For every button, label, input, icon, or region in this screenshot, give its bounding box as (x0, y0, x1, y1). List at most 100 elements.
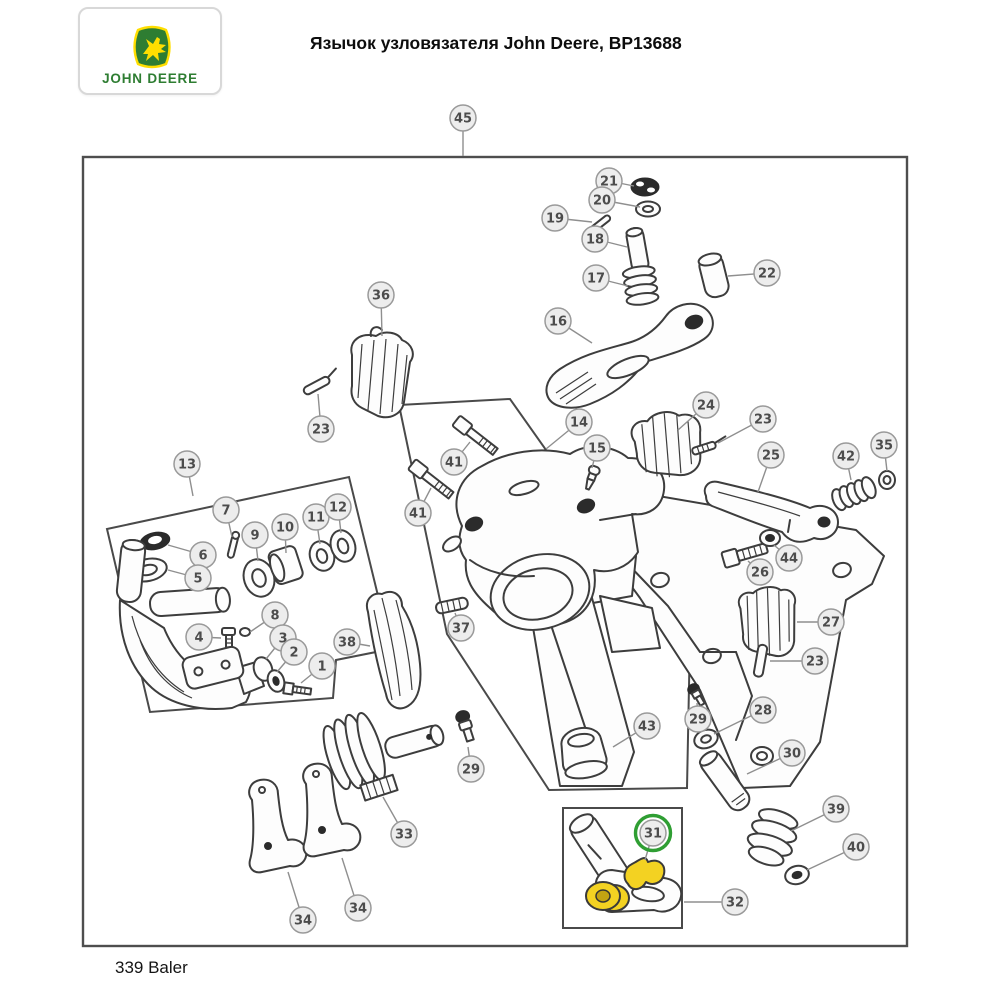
callout-number-22: 22 (758, 267, 776, 282)
part-43-cap (560, 726, 608, 780)
callout-41: 41 (404, 499, 432, 527)
callout-10: 10 (271, 513, 299, 541)
part-23-setscrew-b (691, 435, 727, 456)
part-30-pin (698, 750, 751, 812)
callout-circle-37 (447, 614, 475, 642)
part-10-bushing (267, 545, 304, 585)
callout-circle-28 (749, 696, 777, 724)
callout-circle-24 (692, 391, 720, 419)
callout-40: 40 (842, 833, 870, 861)
callout-circle-38 (333, 628, 361, 656)
callout-circle-16 (544, 307, 572, 335)
part-16-trip-arm (545, 302, 714, 409)
part-35-washer (878, 470, 896, 490)
part-8-clip (239, 627, 251, 637)
callout-2: 2 (280, 638, 308, 666)
callout-29: 29 (684, 705, 712, 733)
callout-circle-25 (757, 441, 785, 469)
callout-8: 8 (261, 601, 289, 629)
part-38-knife-arm (366, 590, 422, 710)
callout-number-19: 19 (546, 212, 564, 227)
callout-23: 23 (307, 415, 335, 443)
callout-circle-15 (583, 434, 611, 462)
callout-26: 26 (746, 558, 774, 586)
callout-15: 15 (583, 434, 611, 462)
callout-16: 16 (544, 307, 572, 335)
callout-number-8: 8 (270, 609, 279, 624)
callout-circle-44 (775, 544, 803, 572)
part-34-billhook-a (248, 778, 308, 874)
callout-circle-27 (817, 608, 845, 636)
callout-number-39: 39 (827, 803, 845, 818)
part-41-bolt-b (451, 415, 499, 456)
callout-number-17: 17 (587, 272, 605, 287)
part-21-locknut (630, 177, 660, 197)
callout-circle-35 (870, 431, 898, 459)
callout-number-32: 32 (726, 896, 744, 911)
john-deere-logo-card: JOHN DEERE (78, 7, 222, 95)
callout-24: 24 (692, 391, 720, 419)
callout-12: 12 (324, 493, 352, 521)
callout-number-38: 38 (338, 636, 356, 651)
callout-circle-29 (684, 705, 712, 733)
part-40-nut (784, 864, 810, 886)
part-36-worm-wheel (350, 326, 414, 419)
callout-circle-32 (721, 888, 749, 916)
callout-number-7: 7 (221, 504, 230, 519)
callout-7: 7 (212, 496, 240, 524)
callout-37: 37 (447, 614, 475, 642)
callout-circle-9 (241, 521, 269, 549)
callout-28: 28 (749, 696, 777, 724)
part-44-nut (759, 529, 781, 547)
callout-number-36: 36 (372, 289, 390, 304)
callout-number-34: 34 (294, 914, 312, 929)
part-28-snap-ring (693, 728, 719, 750)
callout-number-11: 11 (307, 511, 325, 526)
brand-text: JOHN DEERE (102, 71, 198, 86)
callout-34: 34 (344, 894, 372, 922)
part-29-fitting-a (687, 683, 706, 707)
callout-number-23: 23 (806, 655, 824, 670)
callout-circle-34 (344, 894, 372, 922)
callout-number-30: 30 (783, 747, 801, 762)
callout-circle-43 (633, 712, 661, 740)
part-17-spring (621, 265, 660, 306)
callout-circle-36 (367, 281, 395, 309)
callout-circle-12 (324, 493, 352, 521)
callout-number-34: 34 (349, 902, 367, 917)
callout-circle-23 (749, 405, 777, 433)
callout-number-20: 20 (593, 194, 611, 209)
callout-25: 25 (757, 441, 785, 469)
callout-number-42: 42 (837, 450, 855, 465)
callout-number-4: 4 (194, 631, 203, 646)
page-title: Язычок узловязателя John Deere, BP13688 (310, 33, 682, 53)
callout-32: 32 (721, 888, 749, 916)
callout-44: 44 (775, 544, 803, 572)
callout-number-37: 37 (452, 622, 470, 637)
part-42-spring (831, 476, 877, 512)
callout-23: 23 (749, 405, 777, 433)
callout-number-23: 23 (754, 413, 772, 428)
callout-number-16: 16 (549, 315, 567, 330)
callout-35: 35 (870, 431, 898, 459)
callout-circle-41 (440, 448, 468, 476)
callout-circle-5 (184, 564, 212, 592)
callout-circle-41 (404, 499, 432, 527)
callout-9: 9 (241, 521, 269, 549)
callout-circle-30 (778, 739, 806, 767)
callout-22: 22 (753, 259, 781, 287)
callout-number-15: 15 (588, 442, 606, 457)
callout-number-33: 33 (395, 828, 413, 843)
part-15-fitting (585, 464, 601, 491)
sub-box-13 (105, 475, 393, 714)
callout-19: 19 (541, 204, 569, 232)
callout-13: 13 (173, 450, 201, 478)
part-37-pin (435, 596, 469, 615)
part-12-snap-ring (329, 529, 357, 563)
callout-circle-45 (449, 104, 477, 132)
callout-number-41: 41 (445, 456, 463, 471)
part-knotter-head (442, 445, 666, 631)
callout-number-13: 13 (178, 458, 196, 473)
callout-number-44: 44 (780, 552, 798, 567)
